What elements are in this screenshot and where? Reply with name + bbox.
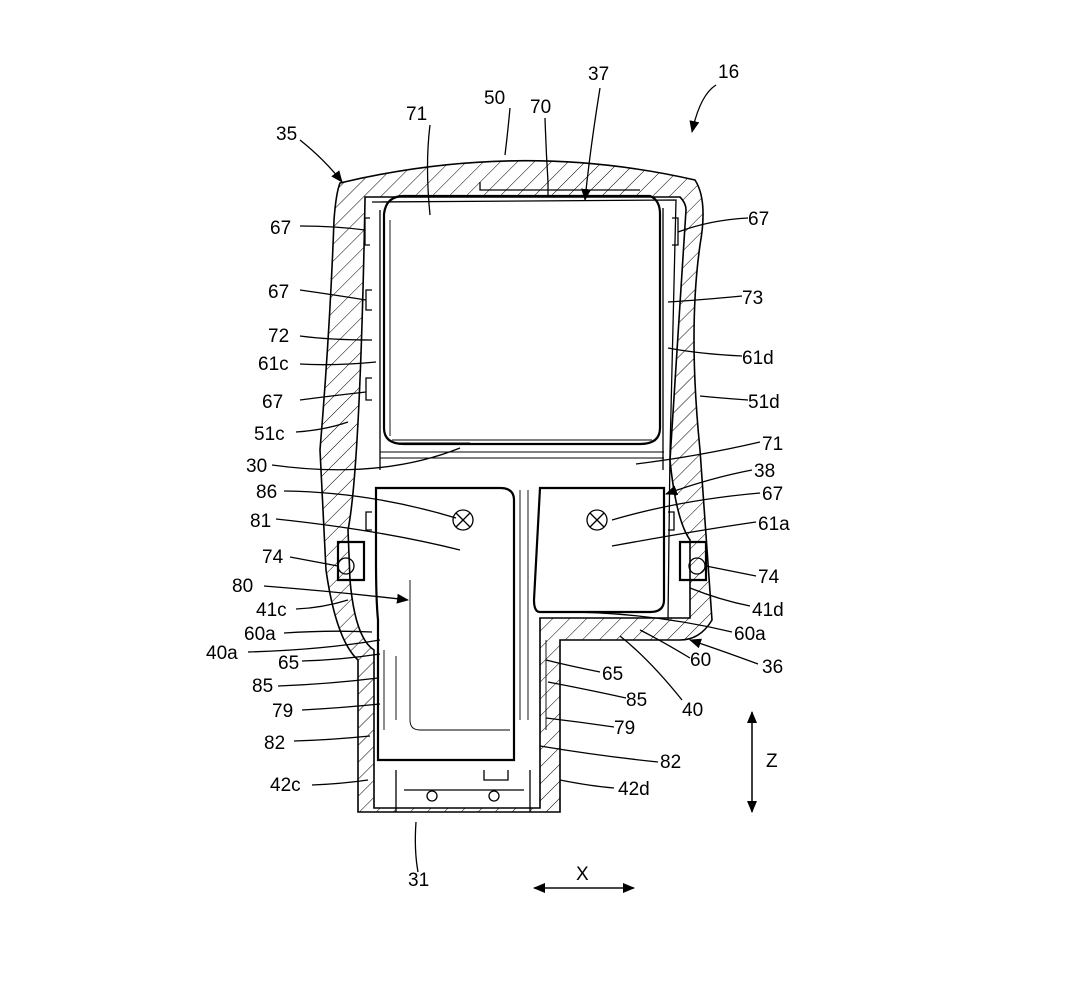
label-31: 31: [408, 870, 429, 891]
label-40: 40: [682, 700, 703, 721]
tabs-67: [365, 218, 678, 530]
label-85-r: 85: [626, 690, 647, 711]
axis-arrows: [534, 712, 752, 888]
label-30: 30: [246, 456, 267, 477]
label-36: 36: [762, 657, 783, 678]
label-60a-l: 60a: [244, 624, 276, 645]
label-72: 72: [268, 326, 289, 347]
label-50: 50: [484, 88, 505, 109]
label-65-l: 65: [278, 653, 299, 674]
inner-frame: [372, 200, 676, 620]
plate-30: [380, 452, 664, 458]
label-71-mid: 71: [762, 434, 783, 455]
lower-body-right: [534, 488, 664, 612]
axis-x-label: X: [576, 864, 589, 885]
label-80: 80: [232, 576, 253, 597]
label-61d: 61d: [742, 348, 774, 369]
label-86: 86: [256, 482, 277, 503]
label-51c: 51c: [254, 424, 285, 445]
label-60a-r: 60a: [734, 624, 766, 645]
label-73: 73: [742, 288, 763, 309]
label-70: 70: [530, 97, 551, 118]
seals-74: [338, 542, 706, 580]
label-67-l2: 67: [268, 282, 289, 303]
label-74-l: 74: [262, 547, 284, 568]
label-71-top: 71: [406, 104, 427, 125]
label-41d: 41d: [752, 600, 784, 621]
label-67-tl: 67: [270, 218, 291, 239]
label-79-r: 79: [614, 718, 635, 739]
label-67-tr: 67: [748, 209, 769, 230]
label-61a: 61a: [758, 514, 790, 535]
label-41c: 41c: [256, 600, 287, 621]
connector-31: [396, 770, 530, 812]
cartridge-upper-inner: [390, 220, 652, 443]
label-85-l: 85: [252, 676, 273, 697]
label-38: 38: [754, 461, 775, 482]
label-79-l: 79: [272, 701, 293, 722]
label-60: 60: [690, 650, 711, 671]
guides-left: [378, 650, 396, 730]
cartridge-upper: [384, 196, 660, 444]
label-65-r: 65: [602, 664, 623, 685]
cross-markers: [453, 510, 607, 530]
label-61c: 61c: [258, 354, 289, 375]
axis-z-label: Z: [766, 751, 778, 772]
label-16: 16: [718, 62, 739, 83]
label-67-l3: 67: [262, 392, 283, 413]
label-40a: 40a: [206, 643, 238, 664]
lower-body: [376, 488, 514, 760]
label-74-r: 74: [758, 567, 780, 588]
label-42c: 42c: [270, 775, 301, 796]
label-35: 35: [276, 124, 297, 145]
label-42d: 42d: [618, 779, 650, 800]
label-81: 81: [250, 511, 271, 532]
label-67-r2: 67: [762, 484, 783, 505]
label-51d: 51d: [748, 392, 780, 413]
label-82-r: 82: [660, 752, 681, 773]
label-82-l: 82: [264, 733, 285, 754]
label-37: 37: [588, 64, 609, 85]
